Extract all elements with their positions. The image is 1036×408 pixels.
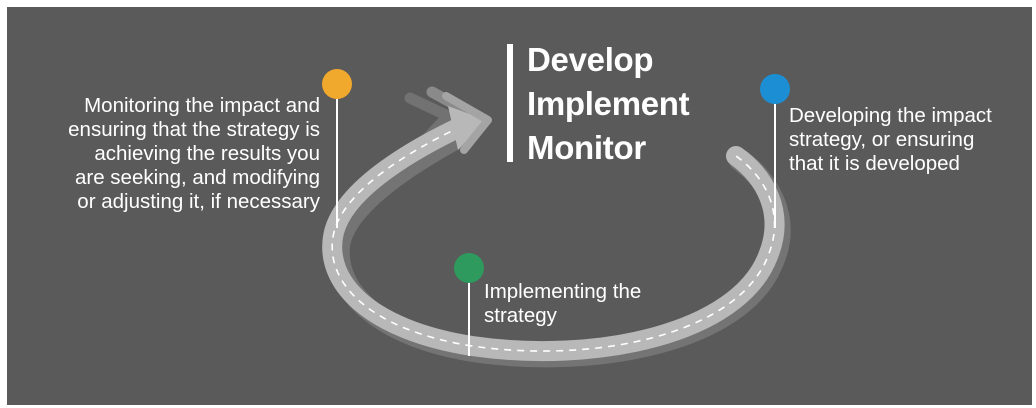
arrow-head-front-chevron (442, 92, 492, 154)
marker-implement-dot (454, 253, 484, 283)
road-dashes (331, 125, 776, 352)
marker-monitor (322, 69, 352, 228)
marker-implement (454, 253, 484, 356)
label-monitoring-line: or adjusting it, if necessary (77, 190, 320, 213)
marker-develop-dot (760, 74, 790, 104)
title-bar (507, 44, 513, 162)
marker-develop (760, 74, 790, 228)
label-monitoring-line: ensuring that the strategy is (68, 118, 320, 141)
title-monitor: Monitor (527, 129, 646, 166)
label-monitoring: Monitoring the impact and ensuring that … (68, 94, 320, 214)
label-developing-line: Developing the impact (789, 104, 992, 127)
label-implementing-line: strategy (484, 304, 557, 327)
label-developing-line: that it is developed (789, 152, 960, 175)
label-developing: Developing the impact strategy, or ensur… (789, 104, 992, 176)
label-developing-line: strategy, or ensuring (789, 128, 975, 151)
label-monitoring-line: are seeking, and modifying (74, 166, 320, 189)
marker-monitor-dot (322, 69, 352, 99)
diagram-panel (7, 7, 1032, 405)
label-implementing: Implementing the strategy (484, 280, 641, 328)
label-monitoring-line: Monitoring the impact and (84, 94, 320, 117)
title-develop: Develop (527, 41, 654, 78)
title-implement: Implement (527, 85, 690, 122)
label-implementing-line: Implementing the (484, 280, 642, 303)
label-monitoring-line: achieving the results you (94, 142, 320, 165)
